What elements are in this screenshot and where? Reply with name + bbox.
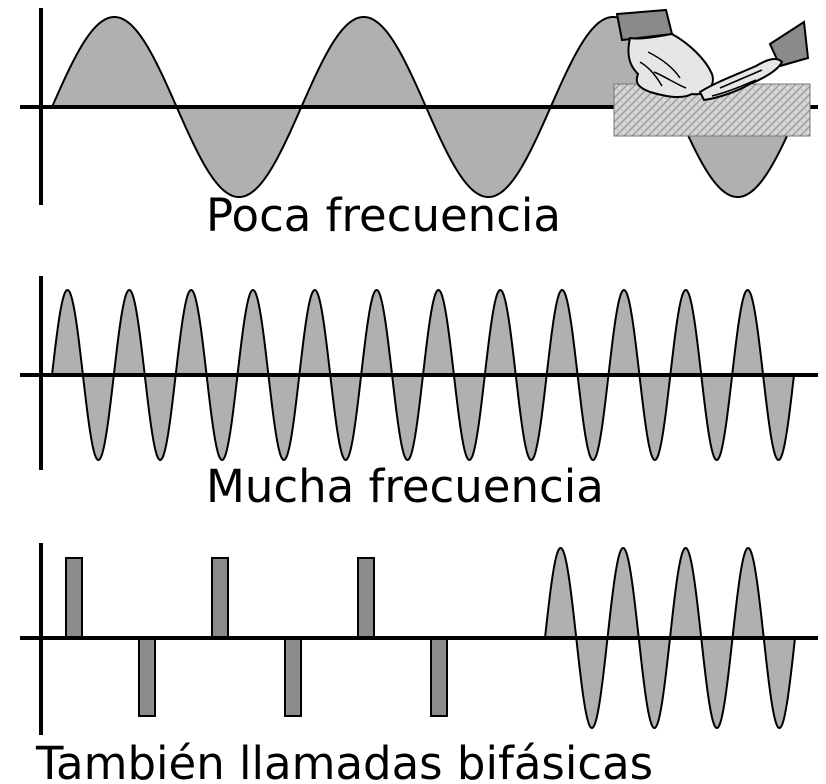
biphasic-caption: También llamadas bifásicas bbox=[35, 737, 653, 784]
panel-low-frequency: Poca frecuencia bbox=[20, 8, 818, 242]
negative-pulse bbox=[430, 637, 448, 717]
hands-on-electrode-pad-icon bbox=[613, 8, 811, 137]
positive-pulse bbox=[65, 557, 83, 639]
biphasic-pulses bbox=[65, 557, 448, 717]
negative-pulse bbox=[138, 637, 156, 717]
low-frequency-caption: Poca frecuencia bbox=[206, 189, 561, 242]
panel-high-frequency: Mucha frecuencia bbox=[20, 276, 818, 513]
high-frequency-caption: Mucha frecuencia bbox=[206, 460, 604, 513]
panel-biphasic: También llamadas bifásicas bbox=[20, 543, 818, 784]
positive-pulse bbox=[211, 557, 229, 639]
positive-pulse bbox=[357, 557, 375, 639]
negative-pulse bbox=[284, 637, 302, 717]
left-hand bbox=[627, 32, 714, 99]
